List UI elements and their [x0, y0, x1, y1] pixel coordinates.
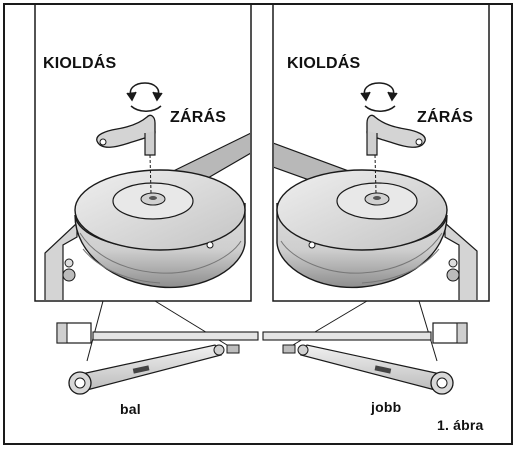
left-lock-label: ZÁRÁS — [170, 109, 227, 126]
rotation-arrows-icon — [126, 82, 163, 112]
left-detail-panel — [34, 5, 252, 302]
callout-line — [86, 300, 104, 362]
housing-rib — [361, 248, 440, 284]
release-key — [96, 114, 156, 156]
plan-view — [56, 300, 468, 395]
right-post-cap — [456, 322, 468, 344]
housing-rib — [82, 248, 161, 284]
mount-bolt — [448, 258, 458, 268]
right-release-label: KIOLDÁS — [287, 55, 361, 72]
housing-rib — [280, 232, 443, 274]
callout-line — [418, 300, 438, 362]
socket-hole — [373, 196, 381, 200]
figure-caption: 1. ábra — [437, 417, 484, 433]
right-detail-panel — [272, 5, 490, 302]
left-operator-arm — [68, 344, 240, 395]
socket-hole — [149, 196, 157, 200]
left-release-label: KIOLDÁS — [43, 55, 117, 72]
mount-bolt — [62, 268, 76, 282]
release-key — [366, 114, 426, 156]
left-gate-leaf — [92, 331, 259, 341]
right-lock-label: ZÁRÁS — [417, 109, 474, 126]
left-post-cap — [56, 322, 68, 344]
key-axis-line — [149, 154, 152, 194]
right-gate-leaf — [262, 331, 432, 341]
housing-rib — [79, 232, 242, 274]
key-axis-line — [374, 154, 377, 194]
housing-screw — [308, 241, 316, 249]
rotation-arrows-icon — [360, 82, 398, 112]
operator-illustration — [34, 5, 490, 395]
figure-frame: KIOLDÁS ZÁRÁS KIOLDÁS ZÁRÁS bal jobb 1. … — [3, 3, 513, 445]
housing-screw — [206, 241, 214, 249]
mount-bolt — [446, 268, 460, 282]
right-side-label: jobb — [371, 399, 402, 415]
right-operator-arm — [282, 344, 454, 395]
mount-bolt — [64, 258, 74, 268]
left-side-label: bal — [120, 401, 141, 417]
